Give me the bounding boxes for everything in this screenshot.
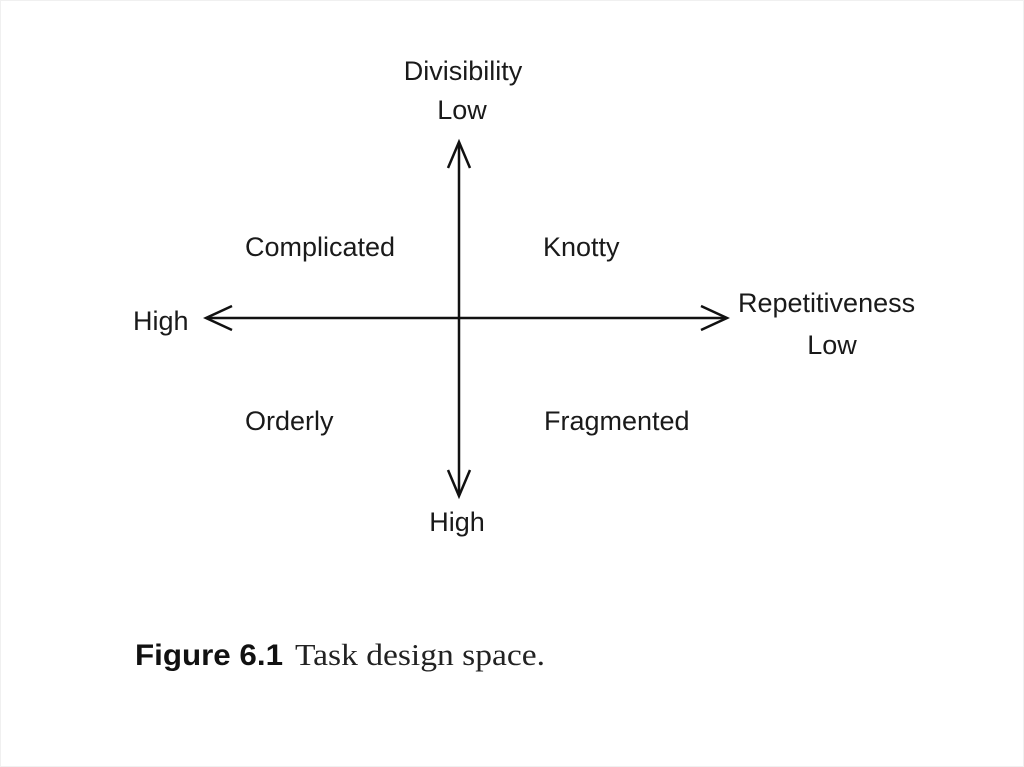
vertical-axis-name: Divisibility <box>404 56 523 86</box>
arrow-right-icon <box>700 304 730 332</box>
quadrant-knotty: Knotty <box>543 232 620 262</box>
vertical-axis-top-label: Low <box>437 95 487 125</box>
quadrant-complicated: Complicated <box>245 232 395 262</box>
horizontal-axis-right-label: Low <box>807 330 857 360</box>
arrow-up-icon <box>446 138 472 169</box>
quadrant-orderly: Orderly <box>245 406 334 436</box>
caption-number: Figure 6.1 <box>135 639 283 672</box>
horizontal-axis-left-label: High <box>133 306 189 336</box>
arrow-left-icon <box>203 304 233 332</box>
quadrant-fragmented: Fragmented <box>544 406 690 436</box>
vertical-axis-bottom-label: High <box>429 507 485 537</box>
horizontal-axis <box>203 304 730 332</box>
horizontal-axis-name: Repetitiveness <box>738 288 915 318</box>
arrow-down-icon <box>446 469 472 500</box>
caption-text: Task design space. <box>295 637 545 672</box>
